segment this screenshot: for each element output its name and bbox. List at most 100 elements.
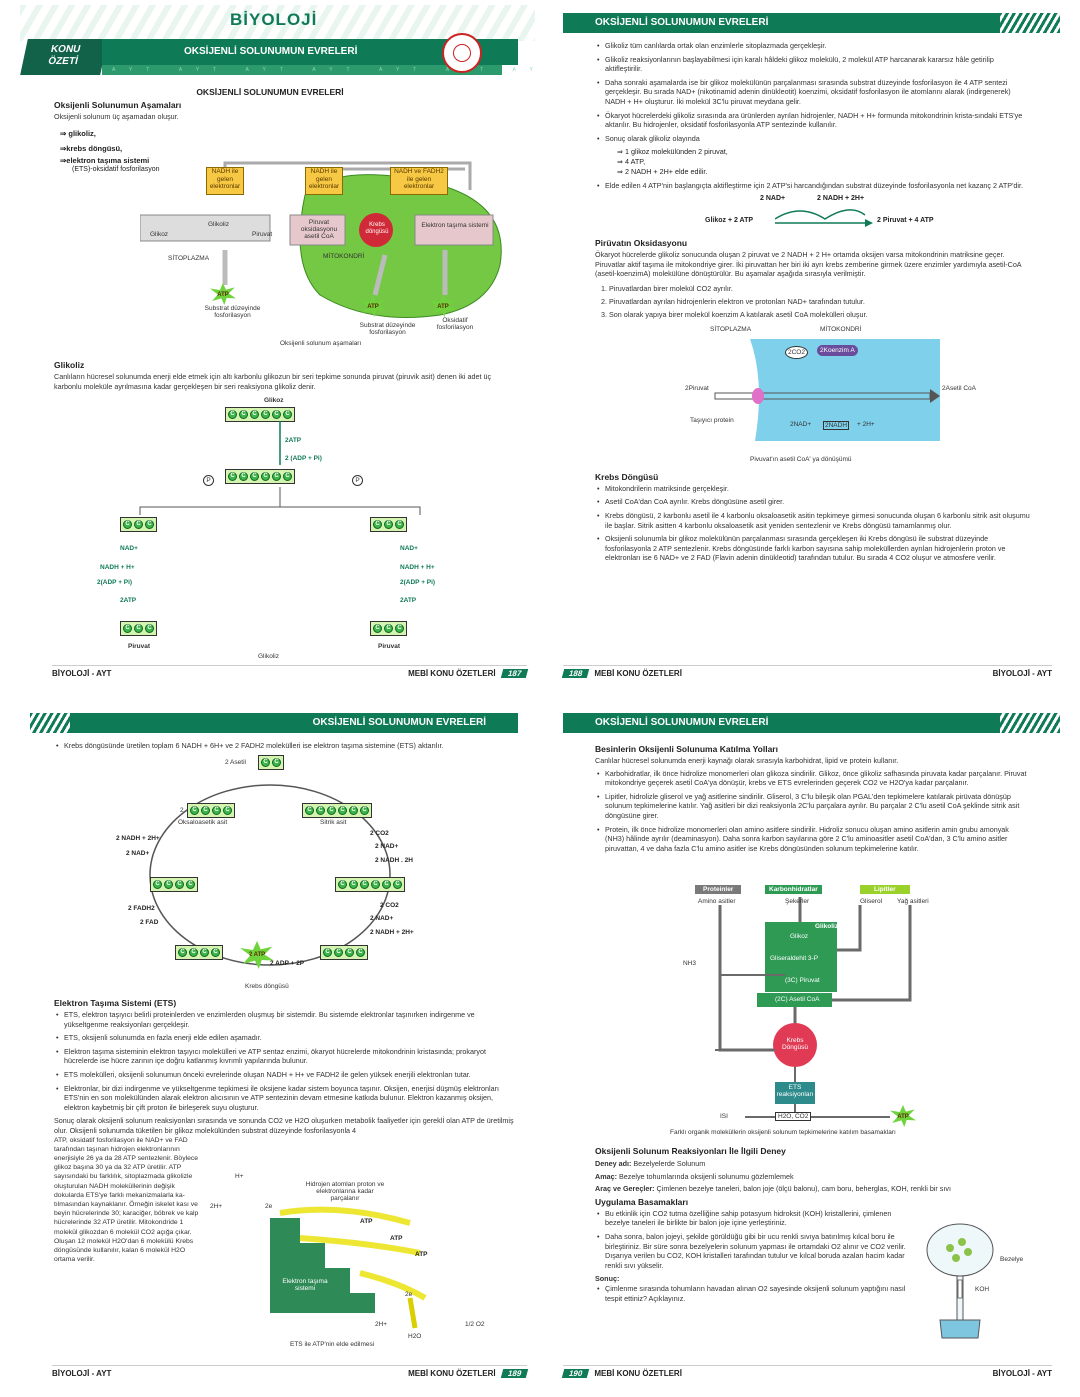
piruvat-right-label: Piruvat [378, 643, 401, 650]
bullet: ETS molekülleri, oksijenli solunumun önc… [54, 1070, 514, 1080]
ets-caption: ETS ile ATP'nin elde edilmesi [290, 1341, 375, 1348]
nadh-label: 2NADH [823, 420, 850, 430]
header-hatch [1000, 713, 1060, 733]
bullet: Krebs döngüsü, 2 karbonlu asetil ile 4 k… [595, 511, 1030, 530]
page-190: OKSİJENLİ SOLUNUMUN EVRELERİ Besinlerin … [545, 705, 1060, 1395]
stage-3-note: (ETS)-oksidatif fosforilasyon [72, 165, 160, 173]
glikoliz-caption: Glikoliz [258, 653, 279, 660]
glikoliz-label: Glikoliz [208, 221, 229, 228]
sekerler-label: Şekerler [785, 898, 810, 905]
bullet: Glikoliz tüm canlılarda ortak olan enzim… [595, 41, 1030, 51]
co2-a: 2 CO2 [370, 830, 389, 837]
stage-list: ⇒ glikoliz, ⇒krebs döngüsü, ⇒elektron ta… [60, 126, 520, 174]
nadh-fadh-box: NADH ve FADH2 ile gelen elektronlar [390, 167, 448, 195]
asetil-label: (2C) Asetil CoA [775, 996, 820, 1003]
result-item: ⇒ 1 glikoz molekülünden 2 piruvat, [617, 147, 728, 157]
ets-label: Elektron taşıma sistemi [282, 1278, 328, 1292]
meb-seal-icon [442, 33, 482, 73]
flask-drawing [926, 1223, 994, 1339]
footer-right: BİYOLOJİ - AYT [992, 669, 1052, 678]
eq-nadh: 2 NADH + 2H+ [817, 194, 865, 202]
subheading-ets: Elektron Taşıma Sistemi (ETS) [54, 998, 177, 1008]
e-label: 2e [265, 1203, 273, 1210]
bullet: Mitokondrilerin matriksinde gerçekleşir. [595, 484, 1030, 494]
e2-label: 2e [405, 1291, 413, 1298]
bullet: Elde edilen 4 ATP'nin başlangıçta aktifl… [595, 181, 1030, 191]
phosphate-right: P [352, 475, 363, 486]
conclusion-text: Sonuç olarak oksijenli solunum reaksiyon… [54, 1116, 514, 1135]
glikoliz-text: Canlıların hücresel solunumda enerji eld… [54, 372, 492, 391]
footer-right: MEBİ KONU ÖZETLERİ [408, 669, 496, 678]
pox-step: 1. Piruvatlardan birer molekül CO2 ayrıl… [601, 283, 733, 293]
sonuc-list: Çimlenme sırasında tohumların havadan al… [595, 1284, 915, 1303]
h2b-label: 2H+ [375, 1321, 388, 1328]
krebs-label: Krebs döngüsü [365, 222, 389, 235]
nutrient-caption: Farklı organik moleküllerin oksijenli so… [670, 1129, 896, 1136]
bullet: Glikoliz reaksiyonlarının başlayabilmesi… [595, 55, 1030, 74]
nadh-1: 2 NADH . 2H [375, 857, 413, 864]
amino-label: Amino asitler [698, 898, 736, 905]
substrat-label-2: Substrat düzeyinde fosforilasyon [359, 322, 416, 336]
piruvat-left-label: Piruvat [128, 643, 151, 650]
p1-body: OKSİJENLİ SOLUNUMUN EVRELERİ Oksijenli S… [20, 87, 520, 174]
krebs-caption: Krebs döngüsü [245, 983, 289, 990]
adp-right: 2(ADP + Pi) [400, 579, 436, 586]
atp-consumed: 2ATP [285, 437, 302, 444]
bullet: Lipitler, hidrolizle gliserol ve yağ asi… [595, 792, 1030, 821]
experiment-steps: Bu etkinlik için CO2 tutma özelliğine sa… [595, 1209, 915, 1271]
glikoliz-section: Glikoliz Canlıların hücresel solunumda e… [54, 357, 514, 391]
page-number: 189 [500, 1369, 529, 1378]
adp-produced: 2 (ADP + Pi) [285, 455, 322, 462]
section-heading: OKSİJENLİ SOLUNUMUN EVRELERİ [196, 87, 344, 97]
subheading-asamalar: Oksijenli Solunumun Aşamaları [54, 100, 182, 110]
bullet: Karbohidratlar, ilk önce hidrolize monom… [595, 769, 1030, 788]
co2-label: 2CO2 [785, 345, 808, 359]
yag-label: Yağ asitleri [897, 898, 929, 905]
header-pattern [20, 5, 535, 41]
page-title-bar: OKSİJENLİ SOLUNUMUN EVRELERİ [70, 713, 518, 733]
besin-bullets: Karbohidratlar, ilk önce hidrolize monom… [595, 769, 1030, 854]
stage-3: ⇒elektron taşıma sistemi [60, 155, 150, 165]
pox-step: 2. Piruvatlardan ayrılan hidrojenlerin e… [601, 296, 865, 306]
bezelye-label: Bezelye [1000, 1256, 1024, 1263]
bullet: Krebs döngüsünde üretilen toplam 6 NADH … [54, 741, 514, 751]
eq-left: Glikoz + 2 ATP [705, 216, 754, 224]
ets-label: Elektron taşıma sistemi [421, 222, 489, 229]
nad-label: 2NAD+ [790, 420, 812, 428]
page-number: 190 [561, 1369, 590, 1378]
nutrient-flow-lines [715, 897, 912, 1118]
stage-1: ⇒ glikoliz, [60, 128, 96, 138]
bullet: Sonuç olarak glikoliz olayında [595, 134, 1030, 144]
glikoliz-bullets: Glikoliz tüm canlılarda ortak olan enzim… [595, 41, 1030, 143]
h2o-co2-label: H2O, CO2 [775, 1112, 812, 1121]
pox-step: 3. Son olarak yapıya birer molekül koenz… [601, 309, 868, 319]
piruvat-label: Piruvat [252, 231, 273, 238]
glikoliz-arrows [139, 421, 421, 515]
experiment-section: Oksijenli Solunum Reaksiyonları İle İlgi… [595, 1143, 1030, 1307]
subheading-besin: Besinlerin Oksijenli Solunuma Katılma Yo… [595, 744, 778, 754]
result-list: ⇒ 1 glikoz molekülünden 2 piruvat, ⇒ 4 A… [595, 147, 1030, 177]
proton-label: Hidrojen atomları proton ve elektronları… [305, 1181, 385, 1202]
ets-label: ETS reaksiyonları [776, 1084, 814, 1098]
p2-body: Glikoliz tüm canlılarda ortak olan enzim… [595, 41, 1030, 567]
glikoliz-label: Glikoliz [815, 923, 839, 930]
ets-bullets: ETS, elektron taşıyıcı belirli proteinle… [54, 1010, 514, 1112]
subheading-krebs: Krebs Döngüsü [595, 471, 659, 482]
isi-label: ISI [720, 1113, 728, 1120]
pox-text: Ökaryot hücrelerde glikoliz sonucunda ol… [595, 249, 1022, 279]
atp-right: 2ATP [400, 597, 417, 604]
conclusion-text-2: ATP, oksidatif fosforilasyon ile NAD+ ve… [54, 1136, 199, 1264]
footer-left: MEBİ KONU ÖZETLERİ [594, 669, 682, 678]
n2: 2 [180, 807, 184, 814]
proteinler-box: Proteinler [695, 885, 742, 894]
co2-b: 2 CO2 [380, 902, 399, 909]
sitrik-label: Sitrik asit [320, 819, 347, 826]
amac-value: Bezelye tohumlarında oksijenli solunumu … [618, 1171, 794, 1181]
